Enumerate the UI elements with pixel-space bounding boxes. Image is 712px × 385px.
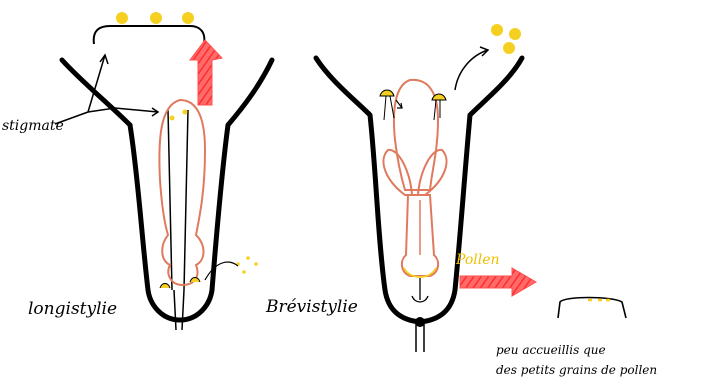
left-anther-2 [190, 278, 200, 283]
left-style-pollen-1 [170, 116, 175, 121]
escaping-pollen-grain-2 [509, 28, 521, 40]
brevistylie-label: Brévistylie [265, 297, 358, 317]
stigmate-pointer-1 [55, 55, 105, 124]
left-style-pollen-2 [183, 110, 188, 115]
small-stigma-sketch [558, 298, 626, 319]
stigma-pollen-grain-3 [182, 12, 194, 24]
left-loose-pollen-2 [246, 256, 250, 260]
left-loose-pollen-4 [242, 270, 246, 274]
escaping-pollen-grain-3 [503, 42, 515, 54]
enlarged-stigma-curve [94, 26, 205, 44]
left-anther-1 [160, 284, 170, 289]
pollen-label: Pollen [455, 252, 500, 268]
right-anther-left [380, 90, 394, 96]
right-anther-left-stalk [384, 96, 394, 120]
longistylie-label: longistylie [28, 299, 117, 319]
red-right-arrow [460, 268, 536, 296]
enlarged-stigma [94, 12, 205, 44]
left-pollen-path-arrow [205, 262, 238, 280]
stigmate-callout: stigmate [2, 55, 158, 134]
escaping-pollen [455, 24, 521, 90]
left-style-outline [159, 100, 205, 285]
stigmate-label: stigmate [2, 118, 64, 134]
red-up-arrow-shape [190, 40, 222, 105]
left-flower [62, 60, 272, 330]
left-style-stalk [168, 110, 188, 330]
escaping-pollen-grain-1 [491, 24, 503, 36]
left-loose-pollen-3 [254, 262, 258, 266]
right-ovary-stem [412, 278, 428, 302]
left-corolla-outline [62, 60, 272, 320]
caption-line-2: des petits grains de pollen [496, 363, 657, 377]
caption-line-1: peu accueillis que [496, 343, 606, 357]
right-style-upper [394, 80, 438, 190]
stigma-pollen-grain-1 [116, 12, 128, 24]
red-right-arrow-shape [460, 268, 536, 296]
stigma-pollen-grain-2 [150, 12, 162, 24]
red-up-arrow [190, 40, 222, 105]
stigmate-pointer-2 [88, 108, 158, 112]
